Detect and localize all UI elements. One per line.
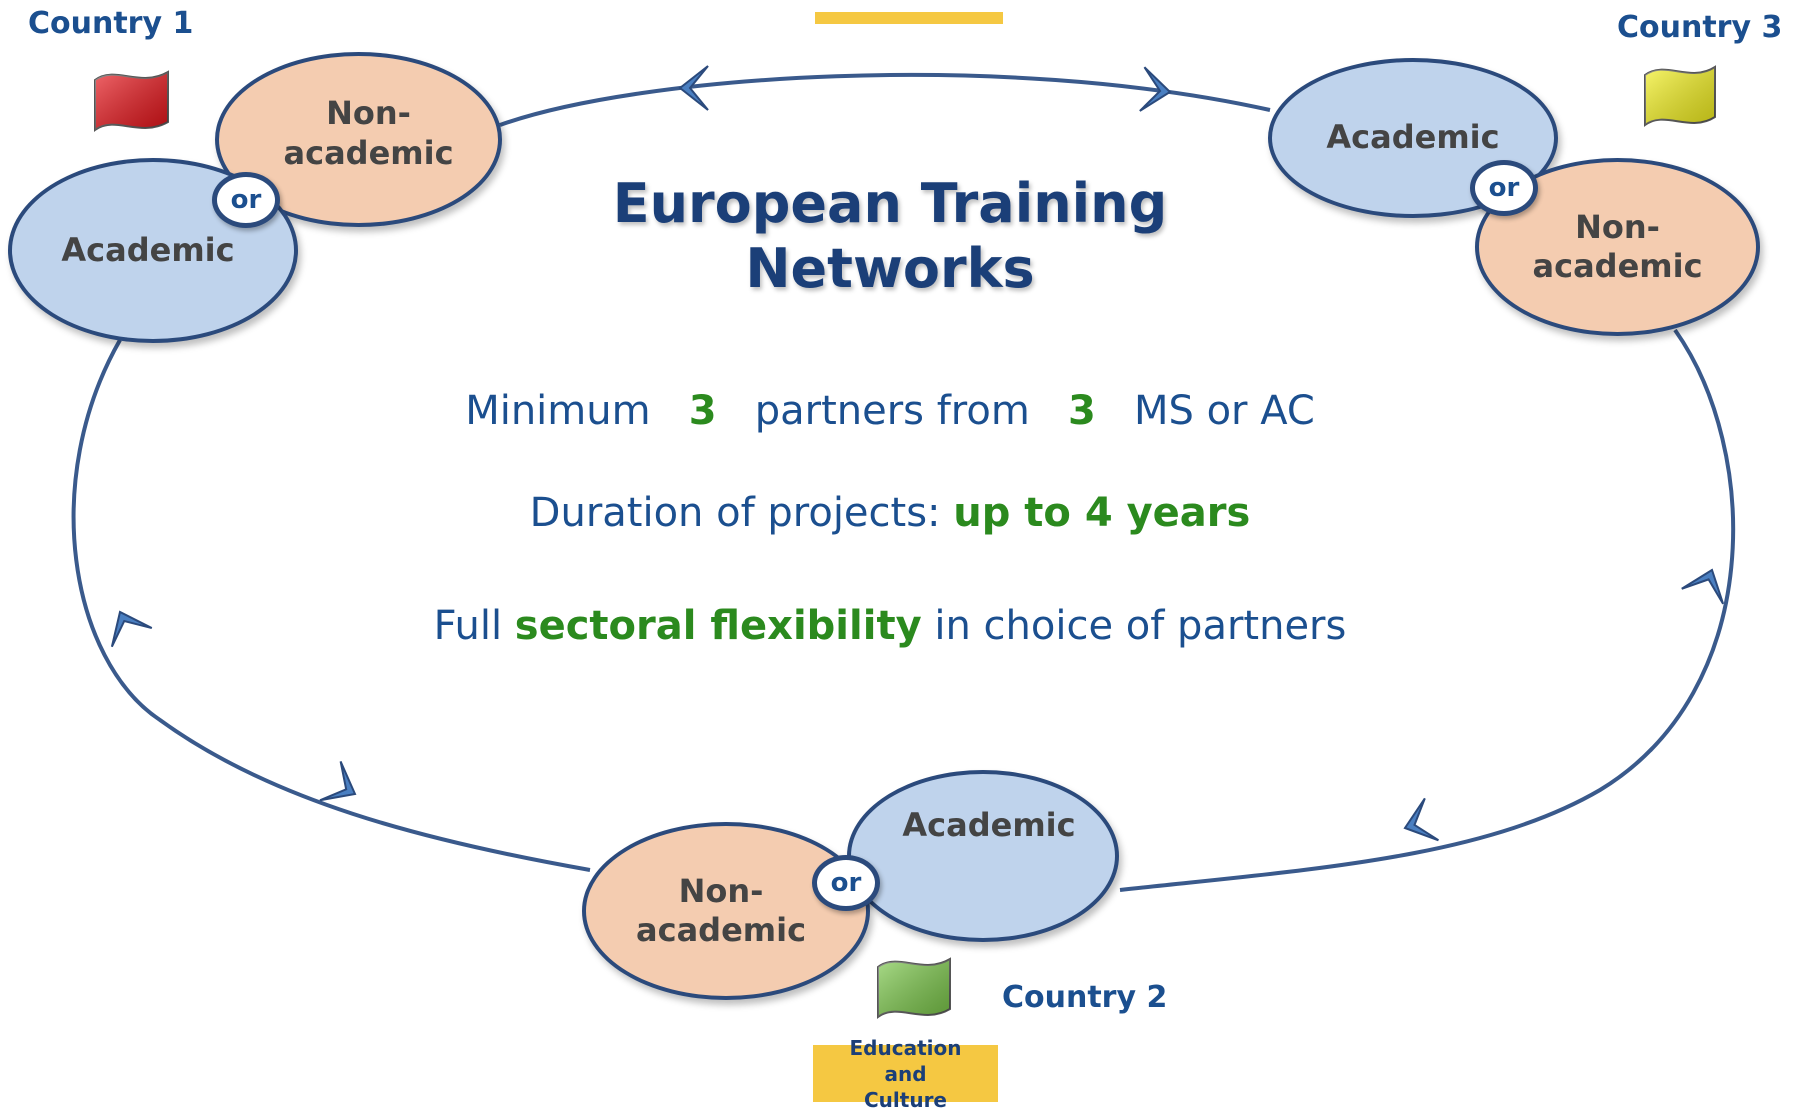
info-text: Full	[433, 603, 503, 649]
flag-icon-country3	[1644, 65, 1716, 127]
education-culture-badge: Education and Culture	[813, 1036, 998, 1112]
flag-icon-country1	[94, 70, 169, 132]
country2-label: Country 2	[1002, 980, 1168, 1015]
country-count: 3	[1067, 388, 1096, 434]
or-connector: or	[212, 172, 280, 228]
info-flexibility: Full sectoral flexibility in choice of p…	[300, 603, 1480, 649]
node-label: Academic	[902, 806, 1076, 845]
arrow-icon	[1403, 797, 1439, 842]
node-label: Academic	[61, 230, 235, 269]
country3-label: Country 3	[1617, 10, 1783, 45]
info-partners: Minimum 3 partners from 3 MS or AC	[300, 388, 1480, 434]
badge-label: Education and Culture	[849, 1035, 962, 1112]
ring-left	[71, 339, 591, 872]
node-label: Academic	[1326, 118, 1500, 157]
arrow-icon	[319, 761, 357, 802]
arrow-icon	[1681, 568, 1725, 605]
info-text: partners from	[754, 388, 1030, 434]
ring-right	[1119, 328, 1736, 892]
duration-value: up to 4 years	[953, 490, 1251, 536]
ring-top	[499, 72, 1271, 127]
flag-icon-country2	[877, 957, 951, 1019]
node-label: Non-academic	[1532, 207, 1703, 285]
or-connector: or	[812, 855, 880, 911]
arrow-icon	[110, 610, 153, 648]
flexibility-highlight: sectoral flexibility	[514, 603, 922, 649]
arrow-icon	[1139, 66, 1172, 112]
country2-academic-node: Academic	[847, 770, 1119, 942]
info-duration: Duration of projects: up to 4 years	[300, 490, 1480, 536]
info-text: Minimum	[465, 388, 651, 434]
node-label: Non-academic	[636, 871, 807, 949]
node-label: Non-academic	[283, 94, 454, 172]
partner-count: 3	[688, 388, 717, 434]
country1-label: Country 1	[28, 6, 194, 41]
diagram-title: European Training Networks	[612, 172, 1168, 300]
info-text: in choice of partners	[934, 603, 1347, 649]
or-connector: or	[1470, 160, 1538, 216]
arrow-icon	[678, 65, 709, 111]
country2-nonacademic-node: Non-academic	[582, 822, 870, 1000]
info-text: MS or AC	[1133, 388, 1315, 434]
top-accent-bar	[815, 12, 1003, 24]
info-text: Duration of projects:	[529, 490, 941, 536]
